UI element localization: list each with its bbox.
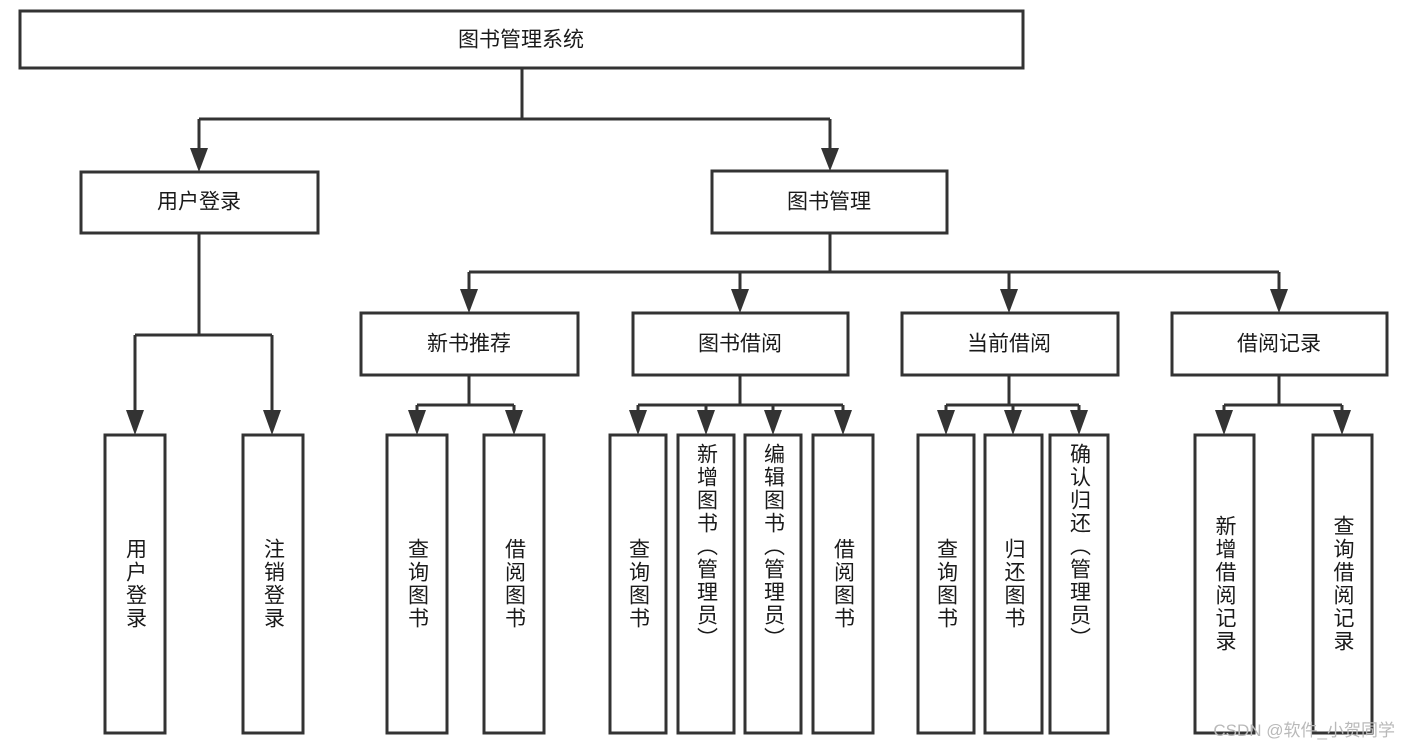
node-book-borrow-label: 图书借阅 bbox=[698, 333, 782, 356]
arrow-head-leaf-query-book-current bbox=[937, 410, 955, 435]
node-book-manage-label: 图书管理 bbox=[787, 191, 871, 214]
node-user-login[interactable]: 用户登录 bbox=[79, 170, 320, 235]
node-borrow-record-label: 借阅记录 bbox=[1237, 333, 1321, 356]
arrow-head-borrow-record bbox=[1270, 289, 1288, 313]
arrow-head-leaf-add-borrow-record bbox=[1215, 410, 1233, 435]
node-book-borrow[interactable]: 图书借阅 bbox=[631, 311, 850, 377]
node-borrow-record[interactable]: 借阅记录 bbox=[1170, 311, 1389, 377]
node-leaf-borrow-book-rec-box[interactable] bbox=[482, 433, 546, 735]
node-current-borrow-label: 当前借阅 bbox=[967, 333, 1051, 356]
node-user-login-box[interactable] bbox=[79, 170, 320, 235]
node-new-book-rec[interactable]: 新书推荐 bbox=[359, 311, 580, 377]
connector-group-borrow-record bbox=[1215, 375, 1351, 435]
arrow-head-leaf-query-borrow-record bbox=[1333, 410, 1351, 435]
arrow-head-leaf-add-book-admin bbox=[697, 410, 715, 435]
node-book-borrow-box[interactable] bbox=[631, 311, 850, 377]
node-new-book-rec-label: 新书推荐 bbox=[427, 333, 511, 356]
arrow-head-leaf-edit-book-admin bbox=[764, 410, 782, 435]
connector-group-new-book-rec bbox=[408, 375, 523, 435]
connector-group-root bbox=[190, 68, 839, 172]
node-book-manage-box[interactable] bbox=[710, 169, 949, 235]
arrow-head-leaf-query-book-borrow bbox=[629, 410, 647, 435]
arrow-head-leaf-borrow-book-rec bbox=[505, 410, 523, 435]
node-root-box[interactable] bbox=[18, 9, 1025, 70]
arrow-head-leaf-logout bbox=[263, 410, 281, 435]
node-leaf-borrow-book-box[interactable] bbox=[811, 433, 875, 735]
arrow-head-leaf-borrow-book bbox=[834, 410, 852, 435]
node-root[interactable]: 图书管理系统 bbox=[18, 9, 1025, 70]
node-leaf-user-login-box[interactable] bbox=[103, 433, 167, 735]
arrow-head-user-login bbox=[190, 148, 208, 172]
arrow-head-new-book-rec bbox=[460, 289, 478, 313]
node-new-book-rec-box[interactable] bbox=[359, 311, 580, 377]
node-book-manage[interactable]: 图书管理 bbox=[710, 169, 949, 235]
node-leaf-query-book-borrow-box[interactable] bbox=[608, 433, 668, 735]
node-borrow-record-box[interactable] bbox=[1170, 311, 1389, 377]
csdn-watermark: CSDN @软件_小贺同学 bbox=[1213, 721, 1395, 740]
connector-group-current-borrow bbox=[937, 375, 1088, 435]
arrow-head-leaf-confirm-return-admin bbox=[1070, 410, 1088, 435]
arrow-head-book-borrow bbox=[731, 289, 749, 313]
connector-group-book-manage bbox=[460, 233, 1288, 313]
node-leaf-return-book-box[interactable] bbox=[983, 433, 1044, 735]
connector-group-book-borrow bbox=[629, 375, 852, 435]
node-user-login-label: 用户登录 bbox=[157, 191, 241, 214]
node-root-label: 图书管理系统 bbox=[458, 29, 584, 52]
node-leaf-edit-book-admin-box[interactable] bbox=[743, 433, 803, 735]
node-leaf-add-borrow-record-box[interactable] bbox=[1193, 433, 1256, 735]
node-leaf-query-borrow-record-box[interactable] bbox=[1311, 433, 1374, 735]
node-leaf-add-book-admin-box[interactable] bbox=[676, 433, 736, 735]
arrow-head-leaf-user-login bbox=[126, 410, 144, 435]
arrow-head-book-manage bbox=[821, 148, 839, 171]
arrow-head-current-borrow bbox=[1000, 289, 1018, 313]
node-current-borrow[interactable]: 当前借阅 bbox=[900, 311, 1120, 377]
arrow-head-leaf-query-book-rec bbox=[408, 410, 426, 435]
connector-group-user-login bbox=[126, 233, 281, 435]
arrow-head-leaf-return-book bbox=[1004, 410, 1022, 435]
node-leaf-query-book-rec-box[interactable] bbox=[385, 433, 449, 735]
node-current-borrow-box[interactable] bbox=[900, 311, 1120, 377]
node-leaf-confirm-return-admin-box[interactable] bbox=[1048, 433, 1110, 735]
node-leaf-query-book-current-box[interactable] bbox=[916, 433, 976, 735]
node-leaf-logout-box[interactable] bbox=[241, 433, 305, 735]
